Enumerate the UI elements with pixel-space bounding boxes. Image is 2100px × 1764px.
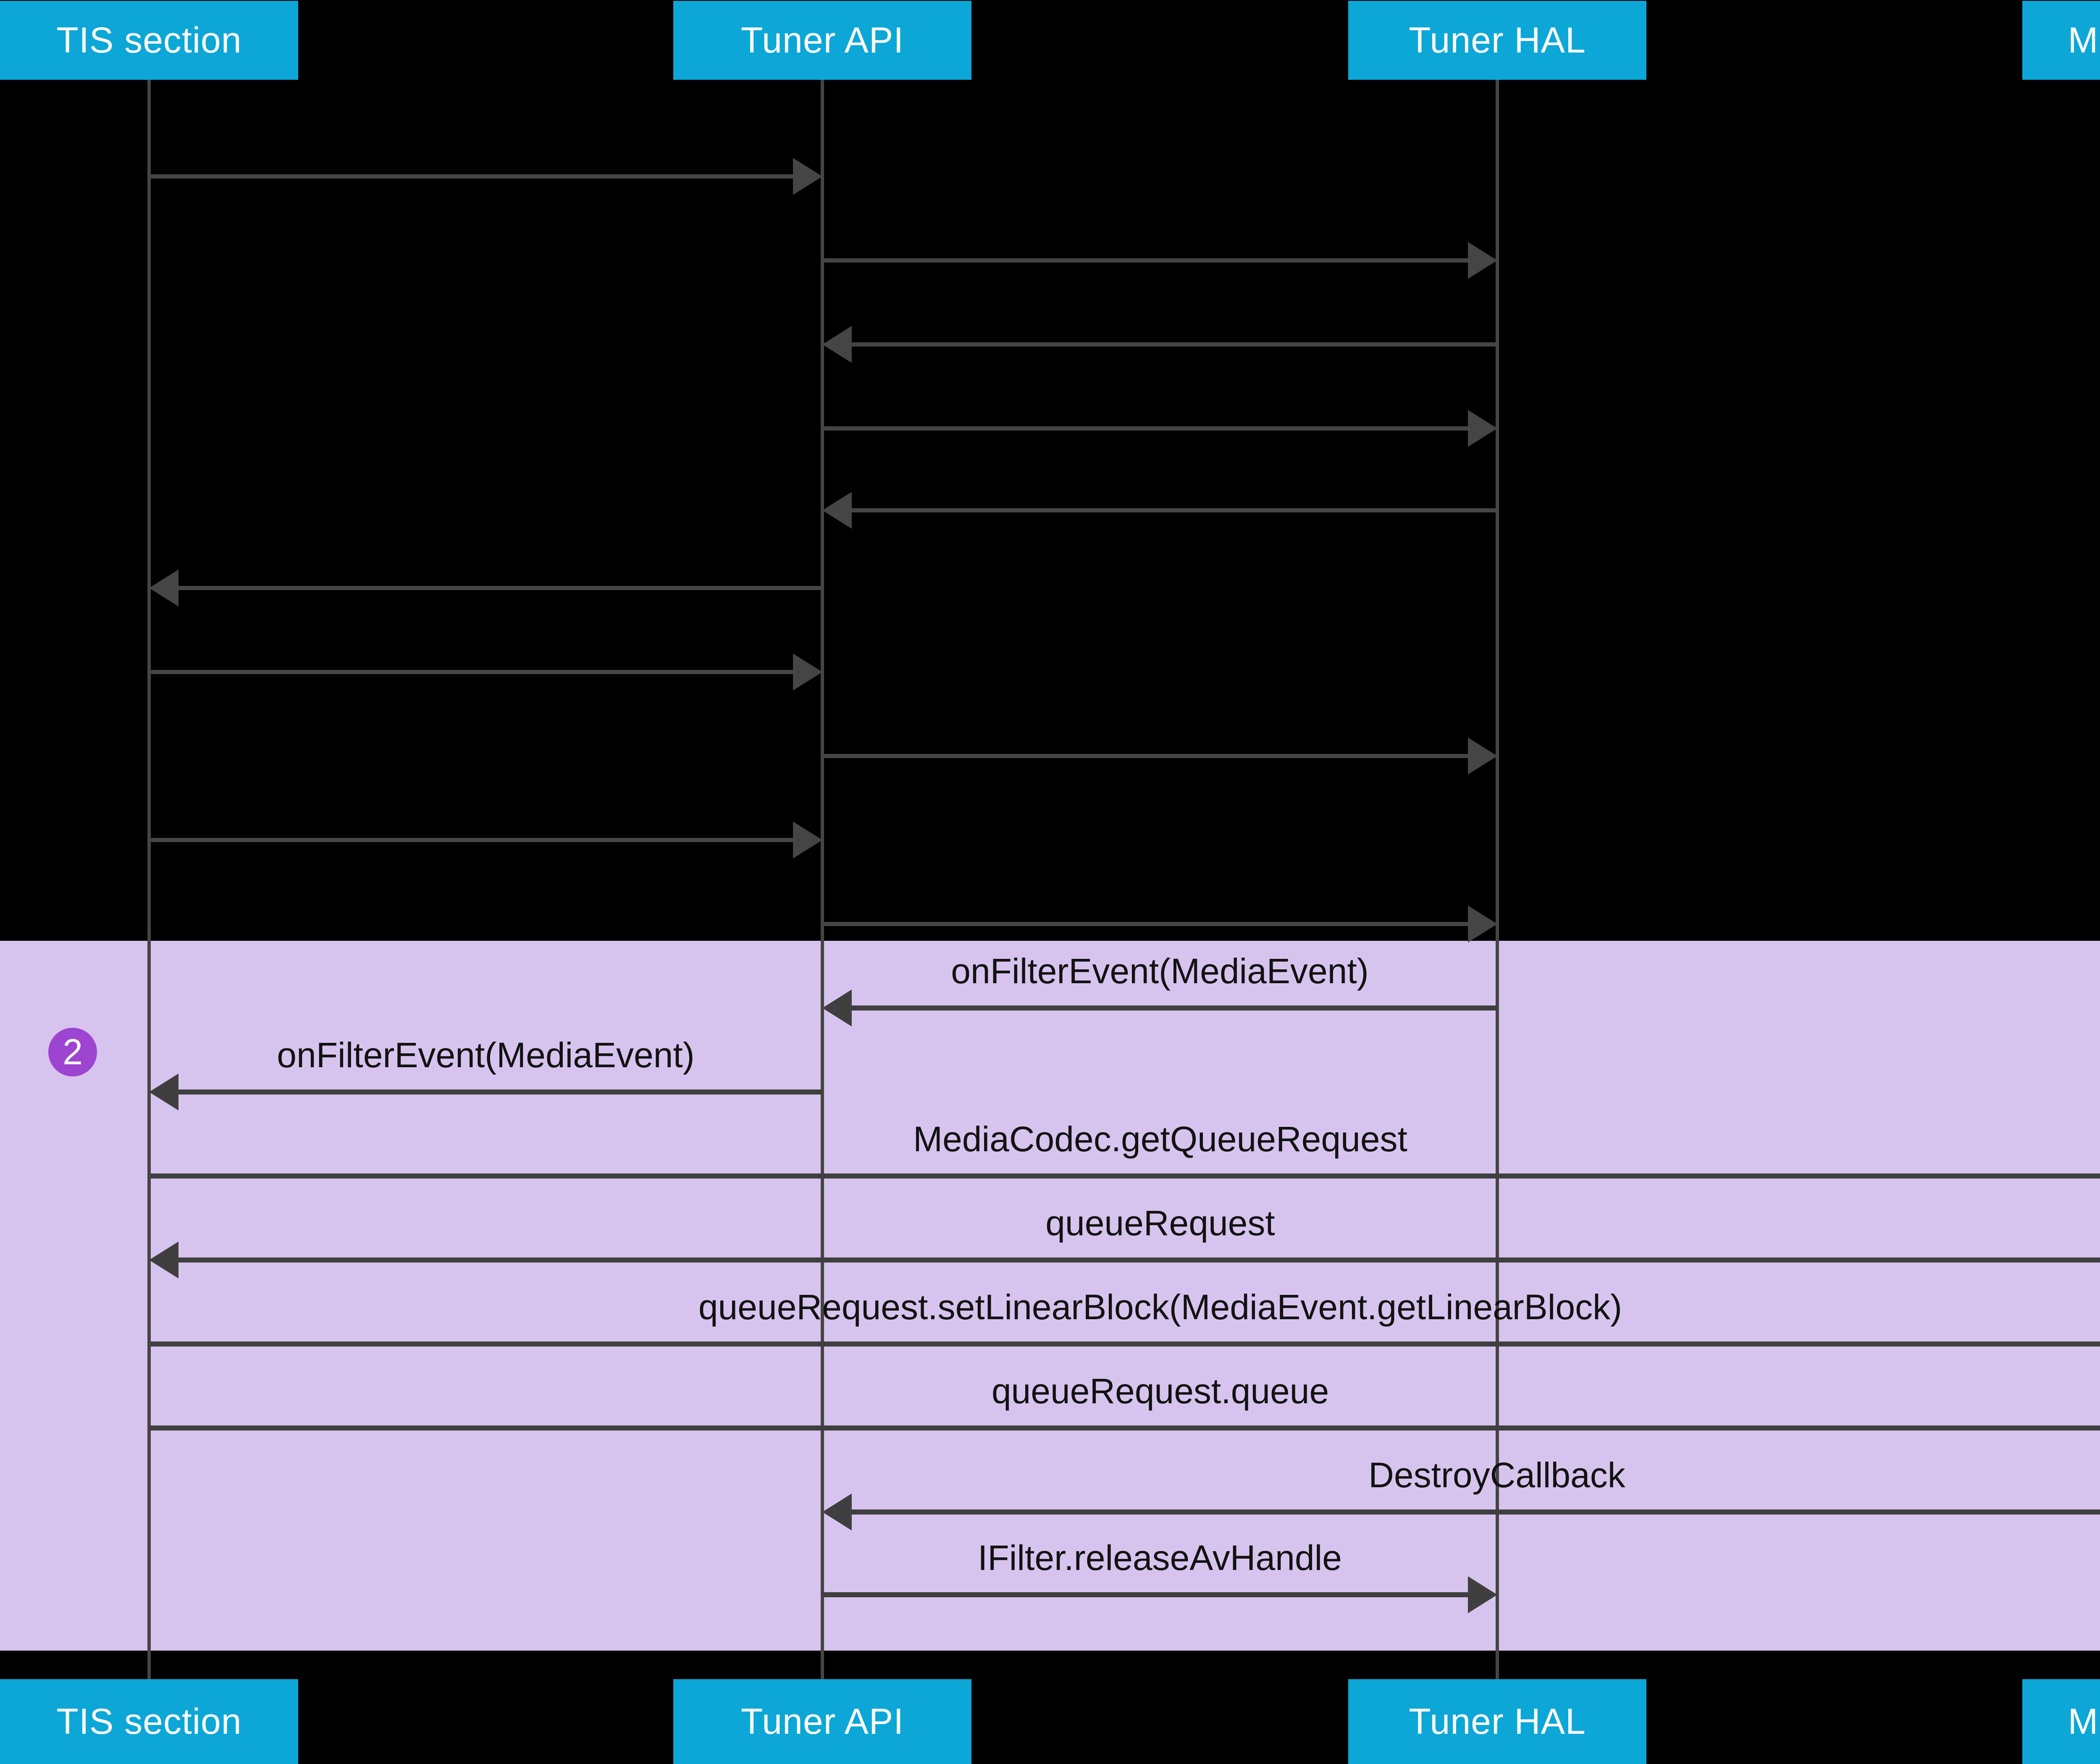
- arrowhead-icon: [793, 822, 822, 858]
- actor-footer-tuner-api: Tuner API: [673, 1679, 971, 1764]
- hl-message-line: [149, 1425, 2100, 1431]
- actor-label: Tuner API: [740, 1701, 904, 1742]
- arrowhead-icon: [822, 1494, 852, 1530]
- message-label: DestroyCallback: [1368, 1455, 1625, 1495]
- top-message-line: [149, 838, 793, 842]
- arrowhead-icon: [822, 990, 852, 1026]
- lifeline-tuner-hal: [1496, 80, 1499, 1679]
- message-label: queueRequest.setLinearBlock(MediaEvent.g…: [698, 1287, 1622, 1327]
- top-message-line: [822, 754, 1468, 758]
- highlight-band: [0, 941, 2100, 1651]
- actor-label: MediaCodec: [2068, 1701, 2100, 1742]
- top-message-line: [822, 258, 1468, 262]
- top-message-line: [822, 426, 1468, 430]
- arrowhead-icon: [149, 1074, 178, 1110]
- hl-message-line: [822, 1592, 1468, 1597]
- step-badge: 2: [48, 1028, 97, 1076]
- hl-message-line: [149, 1341, 2100, 1347]
- top-message-line: [852, 508, 1497, 512]
- message-label: onFilterEvent(MediaEvent): [277, 1035, 695, 1075]
- arrowhead-icon: [1468, 410, 1497, 447]
- arrowhead-icon: [1468, 1576, 1497, 1613]
- actor-label: Tuner HAL: [1409, 1701, 1586, 1742]
- actor-label: MediaCodec: [2068, 20, 2100, 60]
- actor-label: TIS section: [56, 20, 242, 60]
- actor-header-tuner-hal: Tuner HAL: [1348, 1, 1646, 80]
- hl-message-line: [178, 1257, 2100, 1263]
- arrowhead-icon: [149, 1242, 178, 1278]
- actor-header-tis: TIS section: [0, 1, 298, 80]
- actor-label: Tuner API: [740, 20, 904, 60]
- actor-header-tuner-api: Tuner API: [673, 1, 971, 80]
- arrowhead-icon: [793, 158, 822, 195]
- arrowhead-icon: [1468, 738, 1497, 774]
- arrowhead-icon: [1468, 242, 1497, 279]
- hl-message-line: [852, 1509, 2100, 1515]
- actor-label: TIS section: [56, 1701, 242, 1742]
- actor-footer-mediacodec: MediaCodec: [2022, 1679, 2100, 1764]
- lifeline-tuner-api: [821, 80, 824, 1679]
- top-message-line: [178, 586, 822, 590]
- actor-footer-tuner-hal: Tuner HAL: [1348, 1679, 1646, 1764]
- lifeline-tis: [147, 80, 151, 1679]
- arrowhead-icon: [822, 326, 852, 363]
- hl-message-line: [178, 1089, 822, 1095]
- top-message-line: [149, 670, 793, 674]
- arrowhead-icon: [149, 570, 178, 606]
- message-label: queueRequest.queue: [991, 1371, 1329, 1411]
- hl-message-line: [852, 1005, 1497, 1011]
- arrowhead-icon: [793, 654, 822, 690]
- actor-footer-tis: TIS section: [0, 1679, 298, 1764]
- top-message-line: [149, 174, 793, 178]
- actor-label: Tuner HAL: [1409, 20, 1586, 60]
- arrowhead-icon: [822, 492, 852, 529]
- top-message-line: [852, 342, 1497, 346]
- arrowhead-icon: [1468, 906, 1497, 942]
- actor-header-mediacodec: MediaCodec: [2022, 1, 2100, 80]
- message-label: IFilter.releaseAvHandle: [978, 1538, 1342, 1578]
- message-label: onFilterEvent(MediaEvent): [951, 951, 1369, 991]
- message-label: MediaCodec.getQueueRequest: [913, 1119, 1407, 1159]
- top-message-line: [822, 922, 1468, 926]
- hl-message-line: [149, 1173, 2100, 1179]
- message-label: queueRequest: [1045, 1203, 1275, 1243]
